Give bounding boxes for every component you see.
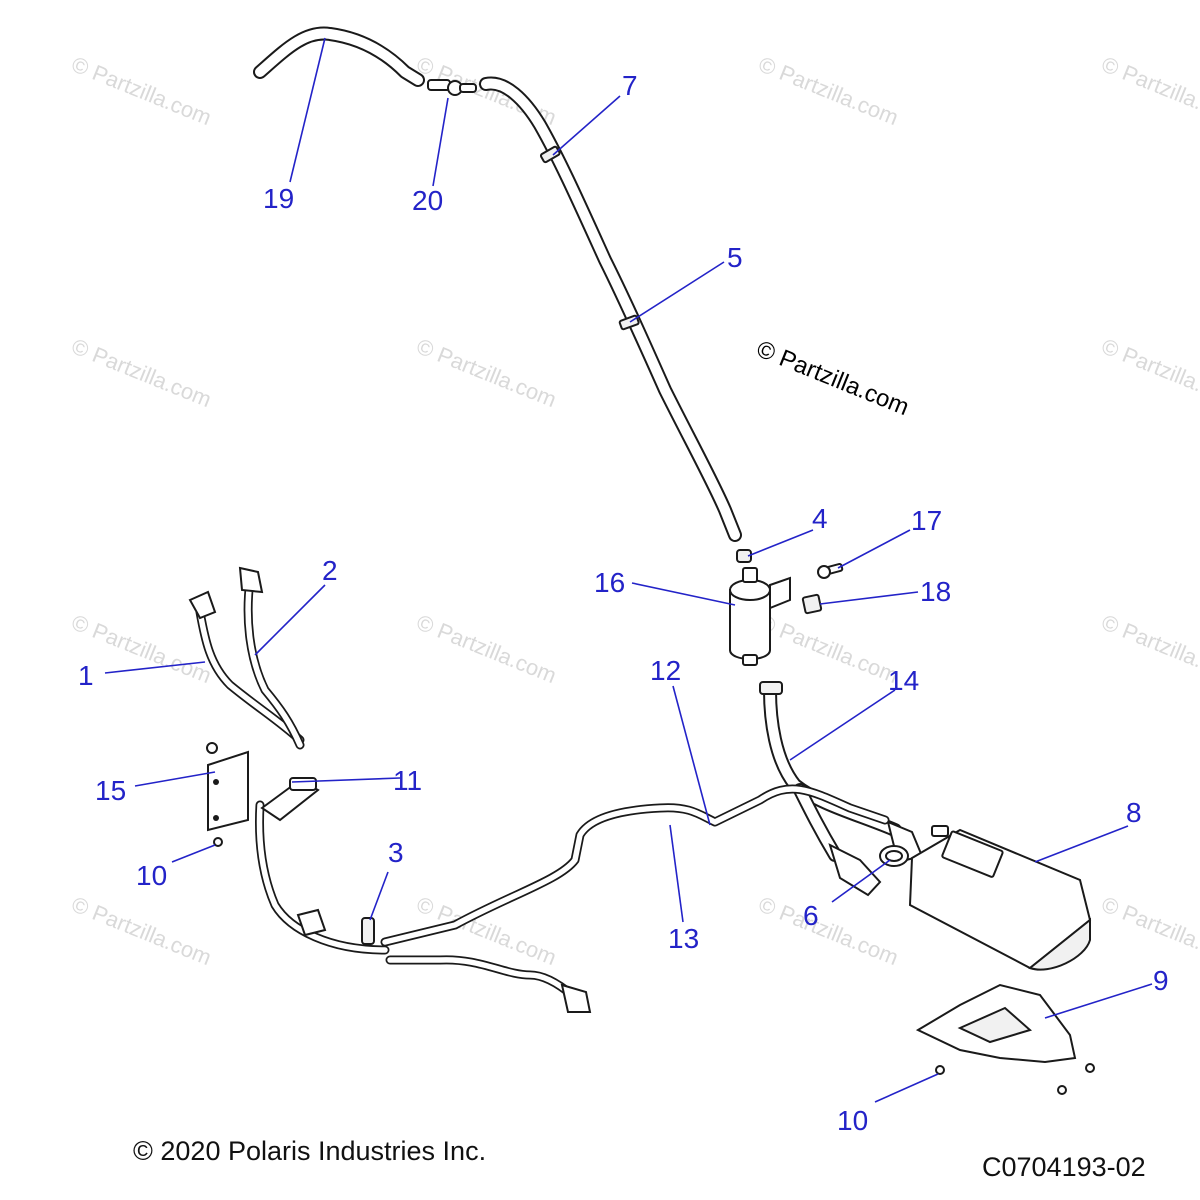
screw: [206, 742, 218, 754]
watermark: © Partzilla.com: [413, 609, 560, 688]
callout-10: 10: [837, 1105, 868, 1136]
callout-17: 17: [911, 505, 942, 536]
callout-10: 10: [136, 860, 167, 891]
fuel-line-12: [380, 784, 890, 947]
callout-18: 18: [920, 576, 951, 607]
watermark-layer: © Partzilla.com © Partzilla.com © Partzi…: [68, 51, 1200, 970]
vent-hose-19: [253, 26, 425, 87]
watermark: © Partzilla.com: [755, 891, 902, 970]
vent-hose-branch: [793, 783, 882, 897]
hose-fitting-20: [427, 79, 477, 96]
watermark: © Partzilla.com: [1098, 333, 1200, 412]
bracket-15: [206, 742, 249, 847]
watermark: © Partzilla.com: [413, 333, 560, 412]
watermark: © Partzilla.com: [1098, 891, 1200, 970]
line-clip-3: [361, 917, 375, 945]
callout-3: 3: [388, 837, 404, 868]
connector: [238, 566, 264, 594]
fuel-line-13: [385, 955, 592, 1013]
screw-10: [935, 1065, 945, 1075]
callout-1: 1: [78, 660, 94, 691]
screw-10: [213, 837, 223, 847]
watermark: © Partzilla.com: [68, 891, 215, 970]
center-watermark: © Partzilla.com: [753, 336, 913, 422]
callout-12: 12: [650, 655, 681, 686]
connector: [296, 908, 327, 937]
callout-8: 8: [1126, 797, 1142, 828]
watermark: © Partzilla.com: [755, 609, 902, 688]
callout-9: 9: [1153, 965, 1169, 996]
hose-clamp-6: [879, 845, 909, 867]
screw: [1057, 1085, 1067, 1095]
callout-16: 16: [594, 567, 625, 598]
watermark: © Partzilla.com: [68, 333, 215, 412]
watermark: © Partzilla.com: [1098, 51, 1200, 130]
callout-4: 4: [812, 503, 828, 534]
nut-18: [801, 593, 823, 615]
leader-lines: [104, 37, 1153, 1103]
valve-11: [260, 777, 320, 822]
copyright-notice: © 2020 Polaris Industries Inc.: [133, 1136, 486, 1166]
callout-19: 19: [263, 183, 294, 214]
line-connector: [560, 983, 592, 1013]
watermark: © Partzilla.com: [755, 51, 902, 130]
callout-14: 14: [888, 665, 919, 696]
callout-20: 20: [412, 185, 443, 216]
hose-clamp: [759, 681, 783, 695]
clamp-4: [736, 549, 752, 563]
callout-13: 13: [668, 923, 699, 954]
figure-code: C0704193-02: [982, 1152, 1146, 1182]
fuel-line-1: [188, 590, 305, 745]
evap-canister-8: [908, 825, 1092, 971]
connector: [188, 590, 217, 620]
fuel-line-3: [255, 800, 390, 955]
callout-11: 11: [393, 765, 422, 796]
fuel-line-2: [238, 566, 305, 750]
purge-canister-16: [729, 567, 791, 666]
callout-labels: 1 2 3 4 5 6 7 8 9 10 10 11 12 13 14 15 1…: [78, 70, 1169, 1136]
callout-15: 15: [95, 775, 126, 806]
callout-6: 6: [803, 900, 819, 931]
callout-2: 2: [322, 555, 338, 586]
callout-7: 7: [622, 70, 638, 101]
watermark: © Partzilla.com: [1098, 609, 1200, 688]
bolt-17: [817, 562, 844, 579]
mounting-bracket-9: [915, 983, 1095, 1095]
vent-hose-main: [479, 76, 742, 542]
vent-hose-14: [759, 681, 924, 864]
watermark: © Partzilla.com: [68, 51, 215, 130]
callout-5: 5: [727, 242, 743, 273]
screw: [1085, 1063, 1095, 1073]
